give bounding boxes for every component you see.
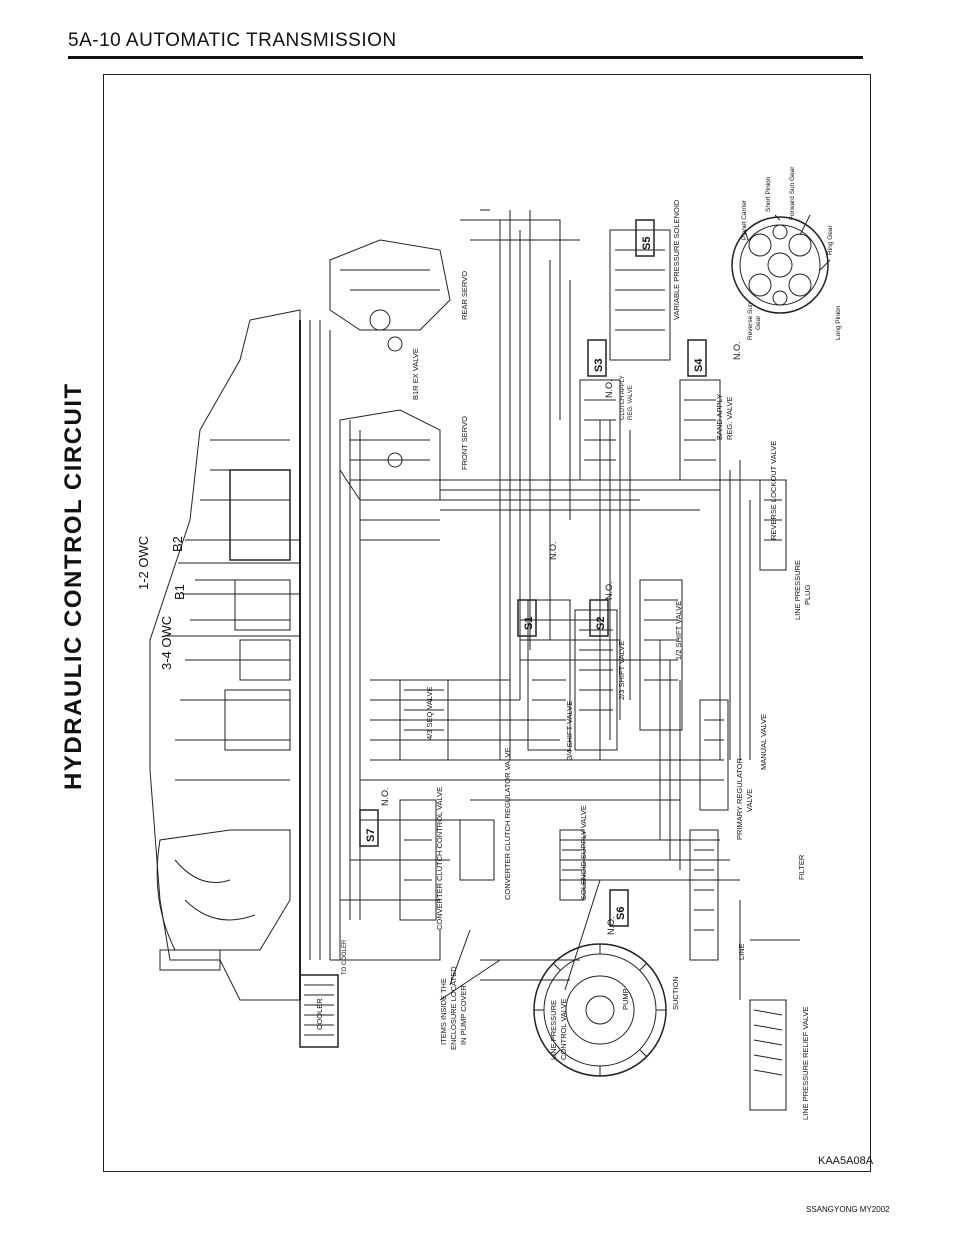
- planetary-gearset: [731, 216, 829, 314]
- label-rear-servo: REAR SERVO: [460, 271, 469, 320]
- valve-solenoid-supply: [559, 829, 585, 901]
- label-items-2: ENCLOSURE LOCATED: [449, 966, 458, 1050]
- solenoid-s2: [589, 599, 609, 637]
- label-plug: PLUG: [803, 584, 812, 605]
- valve-23-shift: [574, 609, 618, 751]
- label-lp-relief: LINE PRESSURE RELIEF VALVE: [801, 1006, 810, 1120]
- label-band-apply: BAND APPLY: [715, 394, 724, 440]
- rear-servo-body: [329, 239, 451, 331]
- valve-34-shift: [527, 599, 571, 751]
- label-12-shift: 1/2 SHIFT VALVE: [674, 601, 683, 660]
- solenoid-s3: [587, 339, 607, 377]
- label-owc12: 1-2 OWC: [136, 536, 151, 590]
- solenoid-id-s2: S2: [595, 617, 607, 630]
- solenoid-id-s6: S6: [615, 907, 627, 920]
- label-forward-sun: Forward Sun Gear: [789, 166, 796, 220]
- solenoid-s1: [517, 599, 537, 637]
- valve-43-seq: [399, 679, 449, 761]
- label-b1r-ex-valve: B1R EX VALVE: [411, 348, 420, 400]
- diagram-frame: [103, 74, 871, 1172]
- valve-band-apply: [679, 379, 721, 481]
- line-relief-valve: [749, 999, 787, 1111]
- label-long-pinion: Long Pinion: [835, 305, 842, 340]
- label-suction: SUCTION: [671, 976, 680, 1010]
- valve-reverse-lockout: [759, 479, 787, 571]
- label-front-servo: FRONT SERVO: [460, 416, 469, 470]
- label-short-pinion: Short Pinion: [765, 176, 772, 212]
- label-23-shift: 2/3 SHIFT VALVE: [617, 641, 626, 700]
- solenoid-state-s3: N.O.: [604, 379, 614, 398]
- page-footer: SSANGYONG MY2002: [806, 1205, 890, 1214]
- label-lp-ctrl-2: CONTROL VALVE: [559, 998, 568, 1060]
- label-conv-reg: CONVERTER CLUTCH REGULATOR VALVE: [503, 747, 512, 900]
- label-b2: B2: [170, 536, 185, 552]
- label-clutch-apply: CLUTCH APPLY: [620, 375, 626, 420]
- solenoid-s6: [609, 889, 629, 927]
- label-reverse-sun: Reverse Sun: [747, 302, 754, 340]
- label-reg-valve2: REG. VALVE: [628, 385, 634, 420]
- solenoid-id-s4: S4: [693, 358, 705, 372]
- solenoid-s4: [687, 339, 707, 377]
- valve-primary-regulator: [689, 829, 719, 961]
- label-reverse-sun-gear: Gear: [755, 315, 762, 330]
- valve-conv-ctrl: [399, 799, 437, 921]
- label-conv-ctrl: CONVERTER CLUTCH CONTROL VALVE: [435, 787, 444, 930]
- transmission-housing: [149, 309, 301, 1001]
- label-43-seq: 4/3 SEQ VALVE: [425, 687, 434, 741]
- label-valve: VALVE: [745, 789, 754, 812]
- figure-id: KAA5A08A: [818, 1155, 874, 1167]
- label-ring-gear: Ring Gear: [827, 225, 834, 255]
- header-rule: [68, 56, 863, 59]
- front-servo-body: [339, 409, 441, 501]
- label-items-1: ITEMS INSIDE THE: [439, 978, 448, 1045]
- label-manual-valve: MANUAL VALVE: [759, 714, 768, 770]
- solenoid-id-s7: S7: [365, 829, 377, 842]
- solenoid-id-s1: S1: [523, 617, 535, 630]
- valve-12-shift: [639, 579, 683, 731]
- label-items-3: IN PUMP COVER: [459, 985, 468, 1045]
- valve-s3: [579, 379, 621, 481]
- label-solenoid-supply: SOLENOID SUPPLY VALVE: [579, 805, 588, 900]
- label-planet-carrier: Planet Carrier: [741, 199, 748, 240]
- solenoid-state-s4: N.O.: [732, 341, 742, 360]
- valve-conv-reg: [459, 819, 495, 881]
- label-lp-ctrl-1: LINE PRESSURE: [549, 1000, 558, 1060]
- label-b1: B1: [172, 584, 187, 600]
- cooler-block: [299, 974, 339, 1048]
- label-pump: PUMP: [621, 988, 630, 1010]
- solenoid-s7: [359, 809, 379, 847]
- solenoid-state-s1: N.O.: [548, 541, 558, 560]
- solenoid-id-s3: S3: [593, 359, 605, 372]
- torque-converter: [156, 829, 291, 951]
- label-to-cooler: TO COOLER: [342, 939, 348, 975]
- solenoid-state-s2: N.O.: [604, 581, 614, 600]
- solenoid-s5: [635, 219, 655, 257]
- label-variable-pressure: VARIABLE PRESSURE SOLENOID: [672, 199, 681, 320]
- label-owc34: 3-4 OWC: [159, 616, 174, 670]
- solenoid-id-s5: S5: [641, 237, 653, 250]
- solenoid-state-s7: N.O.: [380, 787, 390, 806]
- label-filter: FILTER: [797, 854, 806, 880]
- label-line-pressure-plug: LINE PRESSURE: [793, 560, 802, 620]
- label-line: LINE: [737, 943, 746, 960]
- valve-manual: [699, 699, 729, 811]
- label-reverse-lockout: REVERSE LOCKOUT VALVE: [769, 441, 778, 540]
- label-primary-regulator: PRIMARY REGULATOR: [735, 757, 744, 840]
- label-reg-valve: REG. VALVE: [725, 397, 734, 441]
- label-34-shift: 3/4 SHIFT VALVE: [565, 701, 574, 760]
- label-cooler: COOLER: [315, 998, 324, 1030]
- solenoid-state-s6: N.O.: [606, 916, 616, 935]
- page-header: 5A-10 AUTOMATIC TRANSMISSION: [68, 30, 397, 51]
